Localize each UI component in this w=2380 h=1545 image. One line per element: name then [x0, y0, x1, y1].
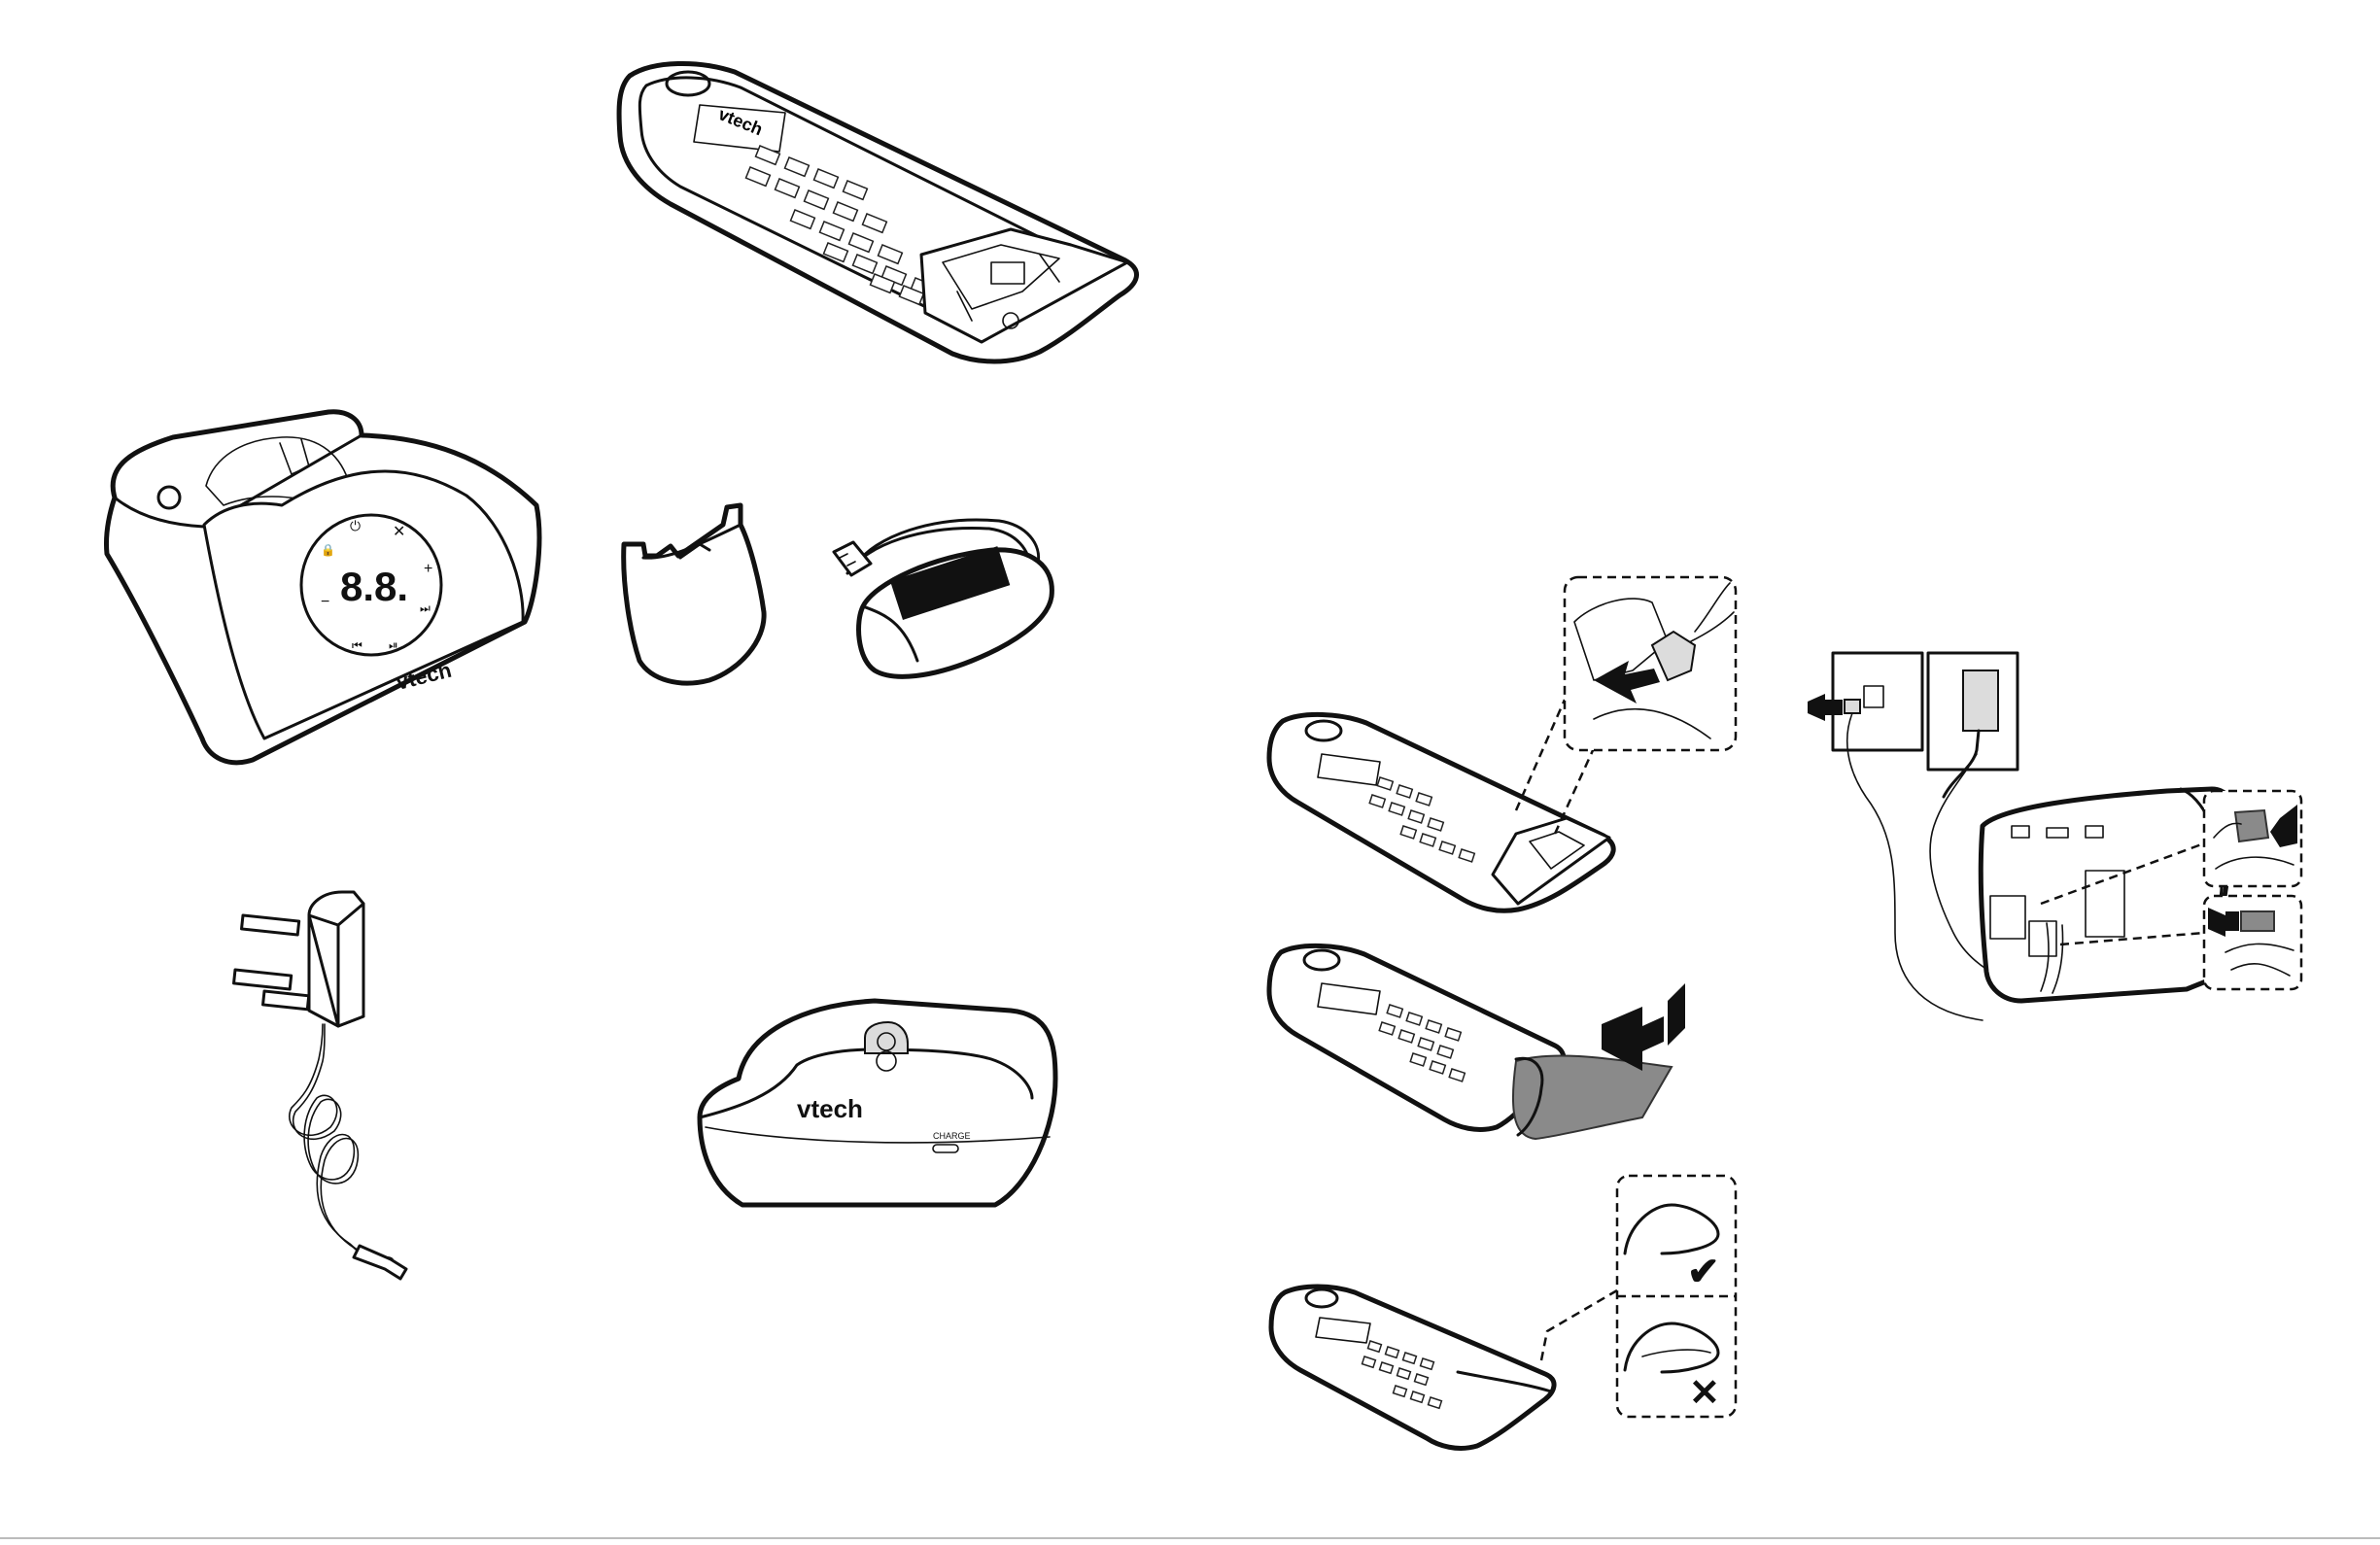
slide-arrow-tail-icon: [1668, 983, 1685, 1046]
check-cover-step: ✔ ✕: [1271, 1176, 1736, 1448]
play-pause-icon[interactable]: ⏯: [389, 638, 398, 652]
connect-battery-step: [1269, 577, 1736, 910]
correct-check-icon: ✔: [1687, 1251, 1720, 1293]
next-icon[interactable]: ⏭: [420, 601, 431, 615]
lock-icon: 🔒: [321, 543, 335, 557]
volume-down-icon[interactable]: −: [321, 594, 329, 610]
charge-label: CHARGE: [933, 1131, 971, 1141]
base-display: 8.8.: [340, 564, 408, 609]
charger-logo: vtech: [797, 1094, 863, 1123]
charger-illustration: vtech CHARGE: [700, 1001, 1055, 1205]
previous-icon[interactable]: ⏮: [352, 638, 362, 652]
power-adapter-illustration: [234, 892, 406, 1279]
connect-base-step: [1808, 653, 2301, 1020]
power-icon[interactable]: ⏻: [350, 518, 361, 533]
volume-up-icon[interactable]: +: [424, 561, 432, 577]
delete-icon[interactable]: ✕: [393, 524, 405, 540]
slide-cover-step: [1269, 945, 1685, 1139]
battery-pack-illustration: [834, 520, 1052, 676]
answering-base-illustration: 8.8. ⏻ ✕ + 🔒 − ⏮ ⏯ ⏭ vtech: [106, 412, 538, 763]
battery-cover-illustration: [624, 505, 764, 683]
handset-open-illustration: vtech: [619, 63, 1136, 361]
incorrect-cross-icon: ✕: [1689, 1373, 1720, 1414]
